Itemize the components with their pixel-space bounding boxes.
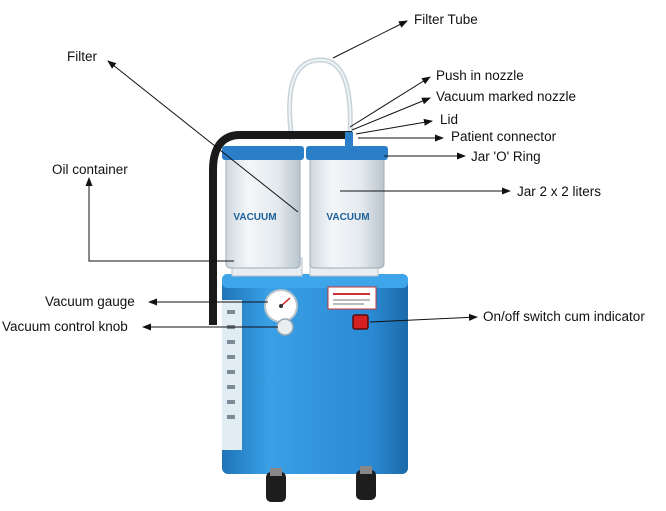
jar-left-lid — [222, 146, 304, 160]
label-jar-o-ring: Jar 'O' Ring — [471, 149, 541, 164]
label-lid: Lid — [440, 112, 458, 127]
brand-plate — [328, 287, 376, 309]
callout-vacuum-marked-nozzle — [352, 98, 430, 130]
on-off-switch-icon[interactable] — [353, 315, 368, 329]
suction-machine: VACUUM VACUUM — [213, 60, 408, 502]
nozzle-icon — [345, 132, 353, 146]
vacuum-control-knob-icon[interactable] — [277, 319, 293, 335]
label-filter-tube: Filter Tube — [414, 12, 478, 27]
label-filter: Filter — [67, 49, 98, 64]
label-vacuum-control-knob: Vacuum control knob — [2, 319, 128, 334]
label-patient-connector: Patient connector — [451, 129, 557, 144]
side-vent-panel — [222, 300, 242, 450]
callout-push-in-nozzle — [350, 77, 430, 127]
machine-body — [222, 274, 408, 474]
callout-filter-tube — [333, 21, 407, 58]
label-vacuum-marked-nozzle: Vacuum marked nozzle — [436, 89, 576, 104]
label-jar-volume: Jar 2 x 2 liters — [517, 184, 601, 199]
label-vacuum-gauge: Vacuum gauge — [45, 294, 135, 309]
jar-left-print: VACUUM — [233, 212, 276, 223]
callout-lid — [356, 121, 432, 134]
label-oil-container: Oil container — [52, 162, 128, 177]
label-on-off-switch: On/off switch cum indicator — [483, 309, 645, 324]
jar-right-print: VACUUM — [326, 212, 369, 223]
label-push-in-nozzle: Push in nozzle — [436, 68, 524, 83]
jar-right-lid — [306, 146, 388, 160]
